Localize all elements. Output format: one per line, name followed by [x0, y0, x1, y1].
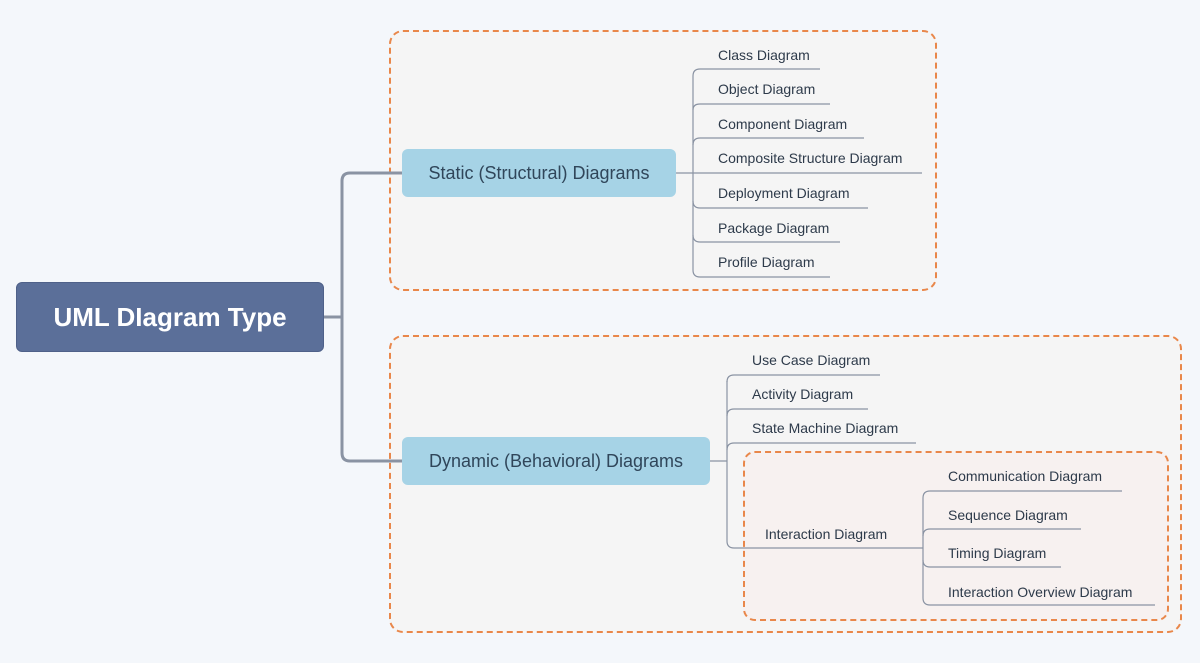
leaf-composite-structure-diagram[interactable]: Composite Structure Diagram	[718, 150, 903, 166]
leaf-state-machine-diagram[interactable]: State Machine Diagram	[752, 420, 899, 436]
connector-component	[692, 137, 864, 146]
interaction-diagrams-group	[743, 451, 1169, 621]
leaf-component-diagram[interactable]: Component Diagram	[718, 116, 848, 132]
connector-timing	[922, 559, 1061, 568]
dynamic-diagrams-node[interactable]: Dynamic (Behavioral) Diagrams	[402, 437, 710, 485]
leaf-deployment-diagram[interactable]: Deployment Diagram	[718, 185, 850, 201]
static-connector	[676, 76, 694, 270]
connector-sequence	[922, 528, 1081, 537]
connector-class	[692, 68, 820, 77]
leaf-object-diagram[interactable]: Object Diagram	[718, 81, 816, 97]
connector-profile	[692, 269, 830, 278]
interaction-connector	[906, 498, 924, 598]
leaf-interaction-overview-diagram[interactable]: Interaction Overview Diagram	[948, 584, 1133, 600]
leaf-class-diagram[interactable]: Class Diagram	[718, 47, 810, 63]
root-connector	[324, 171, 402, 463]
connector-activity	[726, 408, 868, 417]
leaf-sequence-diagram[interactable]: Sequence Diagram	[948, 507, 1068, 523]
leaf-use-case-diagram[interactable]: Use Case Diagram	[752, 352, 871, 368]
connector-object	[692, 103, 830, 111]
leaf-activity-diagram[interactable]: Activity Diagram	[752, 386, 854, 402]
dynamic-connector	[710, 381, 728, 541]
connector-package	[692, 234, 840, 243]
leaf-communication-diagram[interactable]: Communication Diagram	[948, 468, 1103, 484]
connector-deployment	[692, 200, 868, 209]
leaf-timing-diagram[interactable]: Timing Diagram	[948, 545, 1047, 561]
leaf-interaction-diagram[interactable]: Interaction Diagram	[765, 526, 888, 542]
root-node[interactable]: UML DIagram Type	[16, 282, 324, 352]
connector-communication	[922, 490, 1122, 499]
connector-state-machine	[726, 442, 916, 451]
connector-use-case	[726, 374, 880, 383]
leaf-profile-diagram[interactable]: Profile Diagram	[718, 254, 815, 270]
static-diagrams-node[interactable]: Static (Structural) Diagrams	[402, 149, 676, 197]
connector-interaction	[726, 540, 906, 549]
connector-overview	[922, 597, 1155, 606]
leaf-package-diagram[interactable]: Package Diagram	[718, 220, 830, 236]
